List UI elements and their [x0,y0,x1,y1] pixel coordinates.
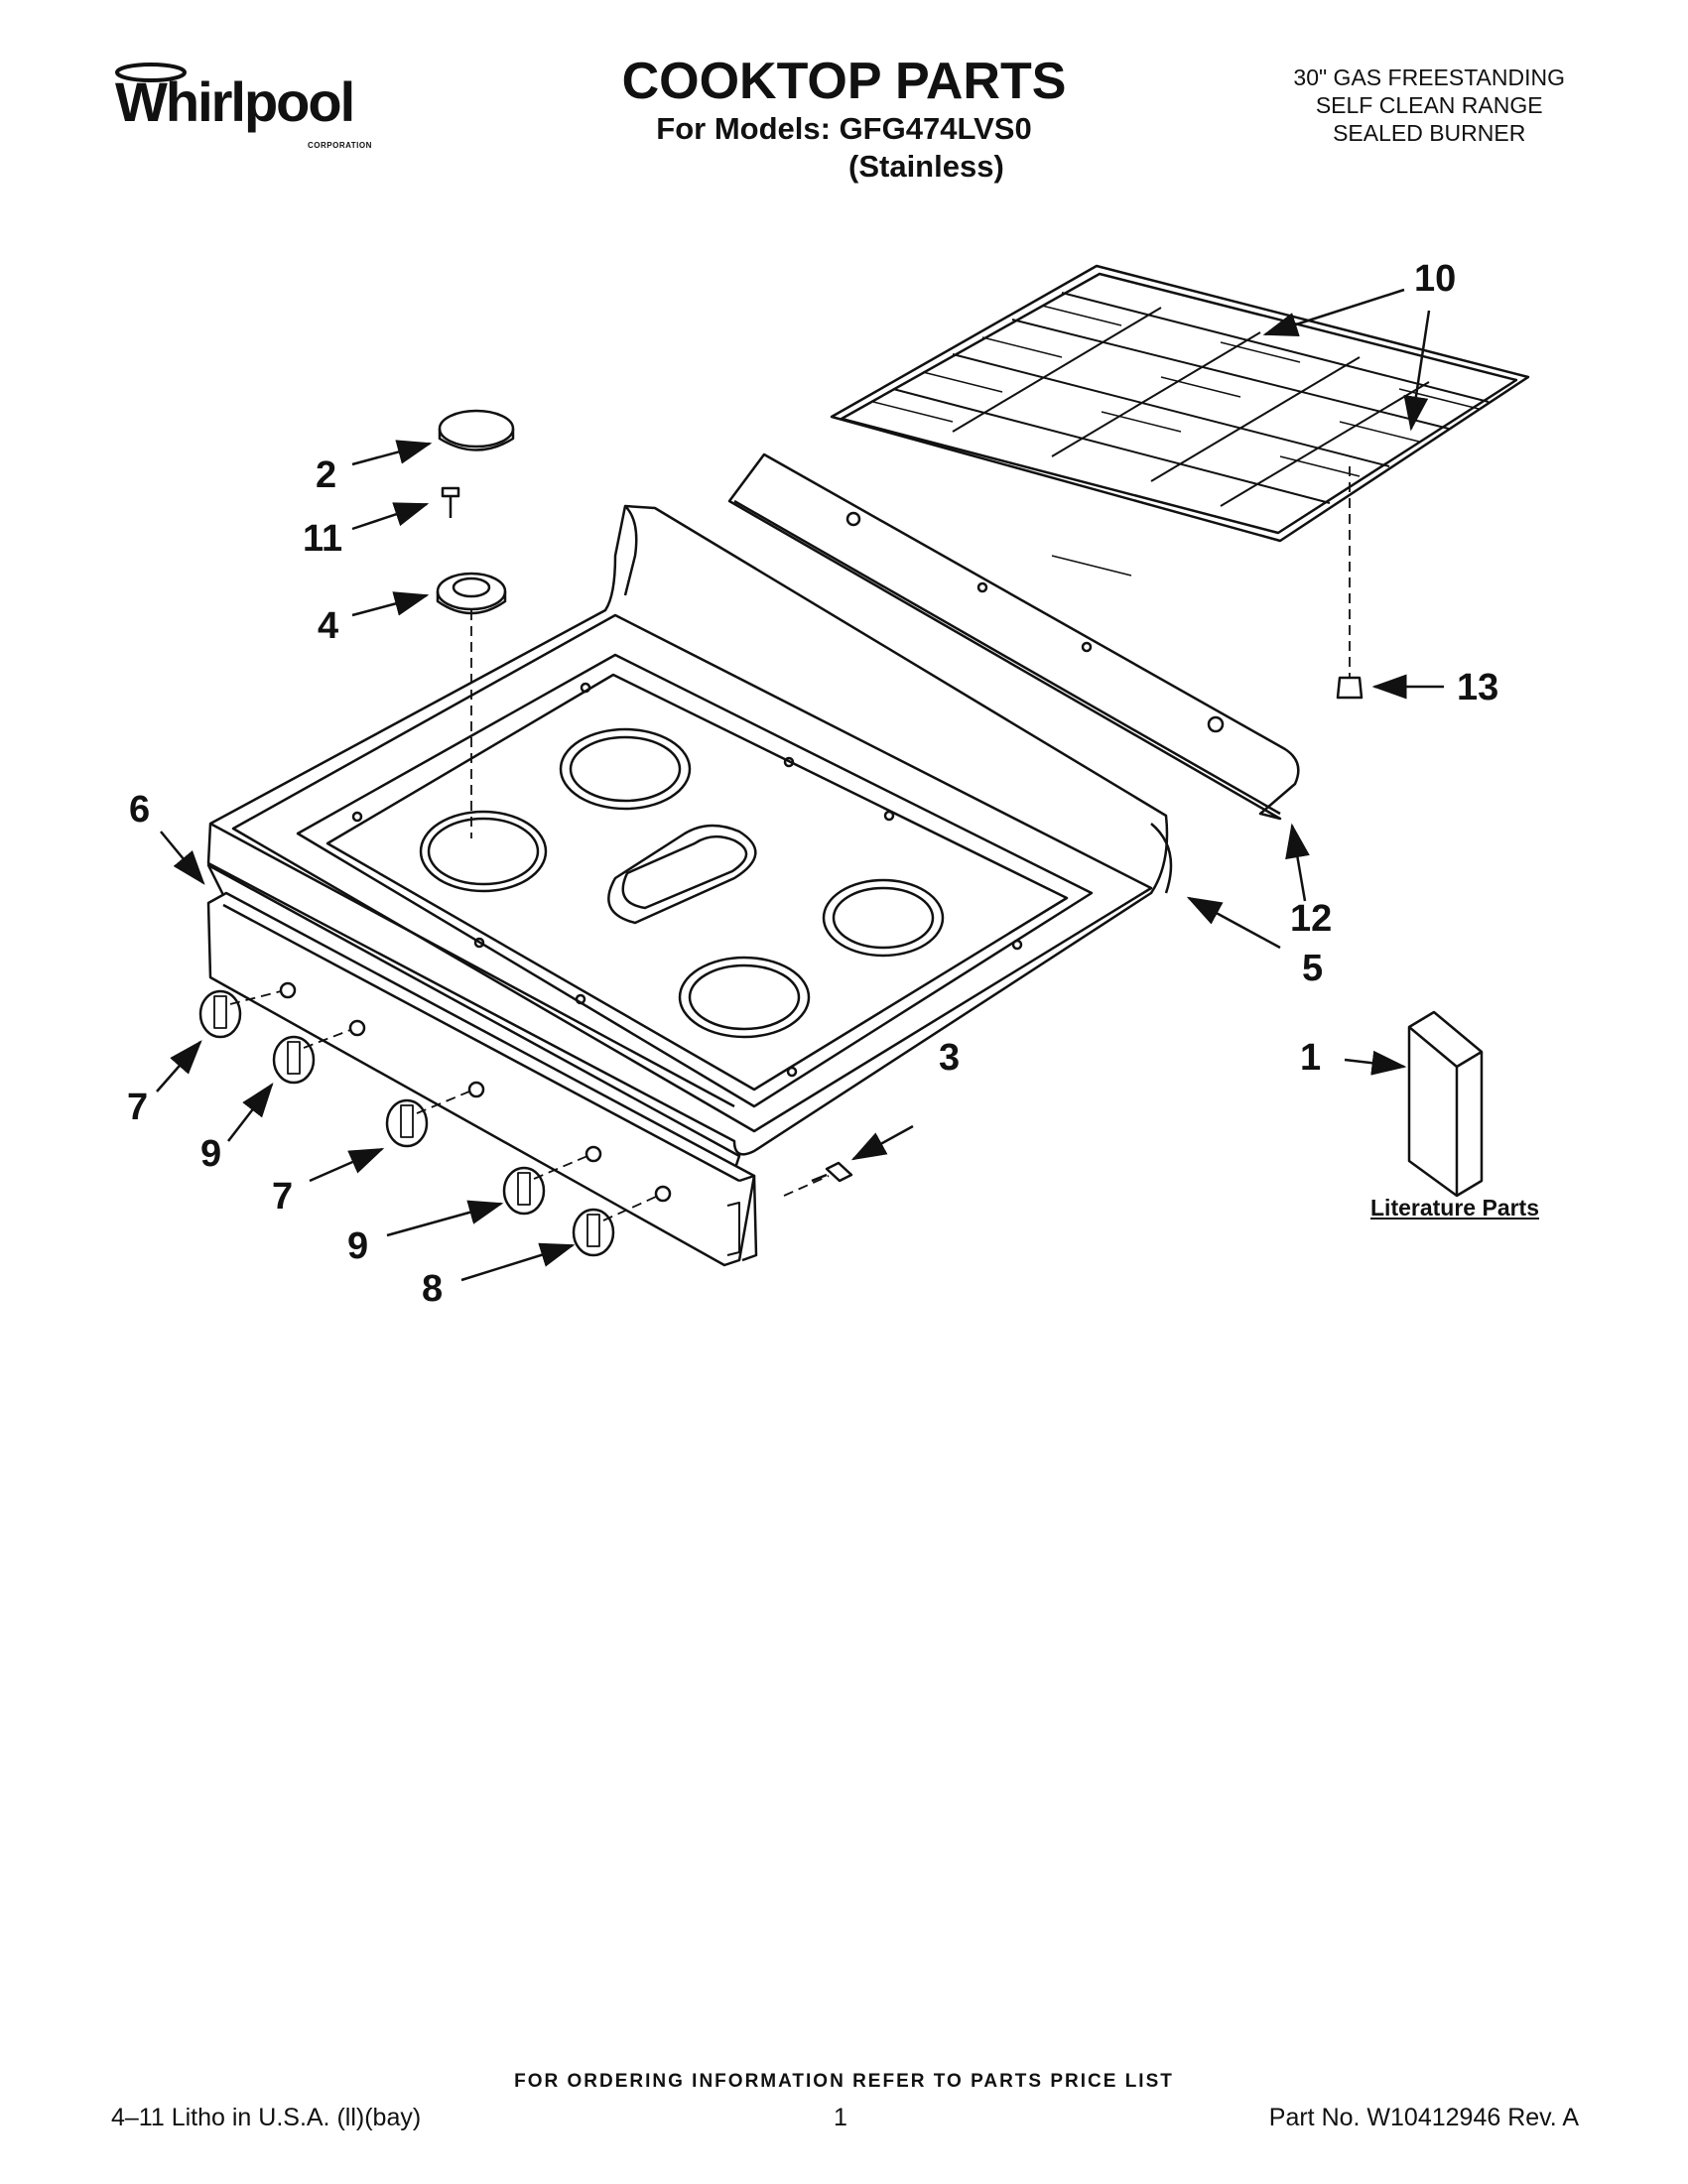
control-knobs [198,989,615,1257]
callout-12: 12 [1290,898,1333,940]
model-variant: (Stainless) [848,149,1004,184]
product-description: 30" GAS FREESTANDING SELF CLEAN RANGE SE… [1293,64,1565,147]
litho-text: 4–11 Litho in U.S.A. (ll)(bay) [111,2104,422,2131]
manifold-panel [206,863,758,1267]
model-subtitle: For Models: GFG474LVS0 [656,111,1032,146]
callout-9-first: 9 [200,1133,222,1175]
description-line-2: SELF CLEAN RANGE [1315,92,1543,118]
callout-5: 5 [1302,948,1324,989]
logo-corporation-text: CORPORATION [308,141,372,150]
burner-base [436,572,507,615]
callout-3: 3 [939,1037,961,1079]
rear-rail [727,452,1300,821]
page-title: COOKTOP PARTS [621,53,1067,110]
burner-grate [830,264,1530,577]
literature-parts-label: Literature Parts [1370,1195,1540,1220]
callout-9-second: 9 [347,1225,369,1267]
cooktop-panel [206,504,1173,1156]
callout-11: 11 [303,518,343,560]
leveling-foot [1336,676,1363,700]
callout-10: 10 [1414,258,1457,300]
callout-8: 8 [422,1268,444,1310]
callout-1: 1 [1300,1037,1322,1079]
ordering-note: FOR ORDERING INFORMATION REFER TO PARTS … [514,2071,1174,2092]
logo-swoosh-icon [115,63,187,82]
screw-small [441,486,460,518]
screw-front [811,1161,853,1183]
burner-cap [438,409,515,451]
callout-13: 13 [1457,667,1499,708]
part-number: Part No. W10412946 Rev. A [1268,2104,1579,2131]
description-line-1: 30" GAS FREESTANDING [1293,64,1565,90]
callout-7-first: 7 [127,1087,149,1128]
callout-6: 6 [129,789,151,831]
callout-2: 2 [316,454,337,496]
description-line-3: SEALED BURNER [1333,120,1526,146]
literature-booklet [1407,1010,1484,1198]
page-number: 1 [834,2104,847,2131]
callout-7-second: 7 [272,1176,294,1218]
callout-4: 4 [318,605,339,647]
